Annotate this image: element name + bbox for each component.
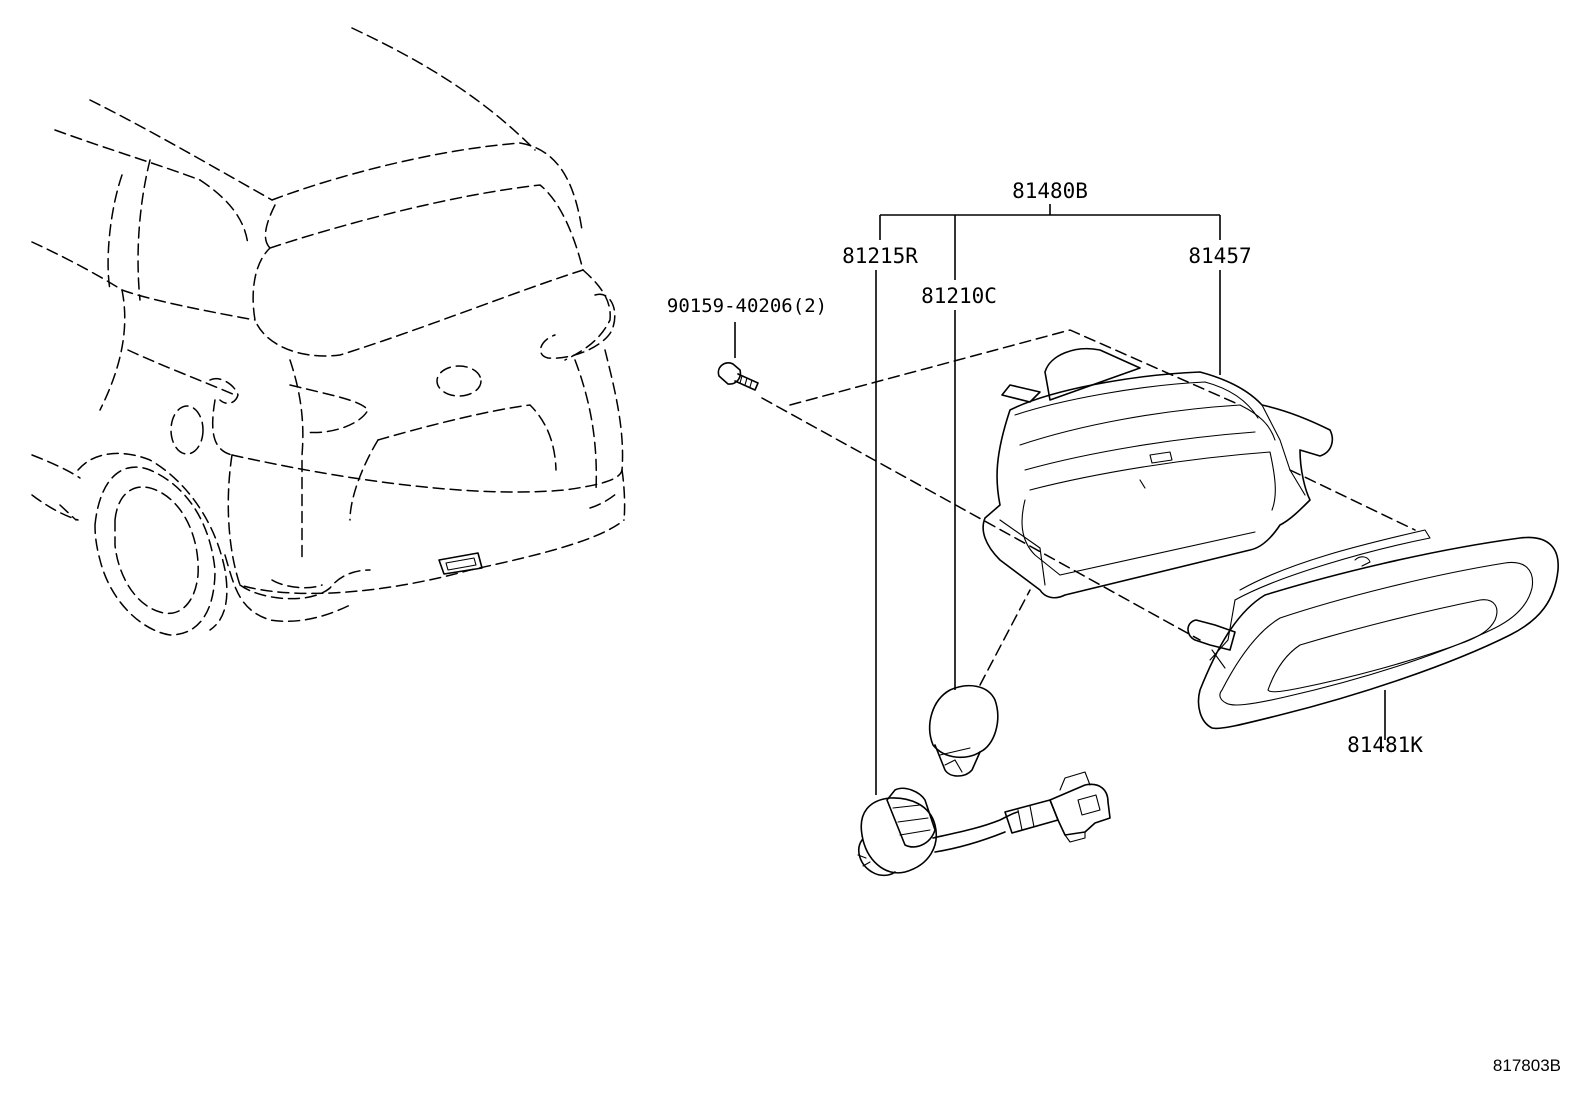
label-assembly: 81480B	[1012, 179, 1088, 203]
reference-number: 817803B	[1493, 1056, 1561, 1075]
label-socket: 81215R	[842, 244, 918, 268]
label-housing: 81457	[1188, 244, 1251, 268]
screw-part	[717, 362, 759, 391]
leader-lines	[734, 204, 1386, 795]
label-lens: 81481K	[1347, 733, 1423, 757]
label-bulb: 81210C	[921, 284, 997, 308]
callout-labels: 81480B 81215R 81210C 81457 90159-40206(2…	[667, 179, 1561, 1075]
lamp-lens	[1187, 529, 1559, 730]
assembly-lines	[761, 329, 1416, 686]
lamp-housing	[982, 348, 1334, 599]
socket-harness	[857, 771, 1111, 877]
bulb-part	[929, 684, 999, 777]
label-screw: 90159-40206(2)	[667, 295, 827, 317]
vehicle-outline	[31, 27, 626, 636]
